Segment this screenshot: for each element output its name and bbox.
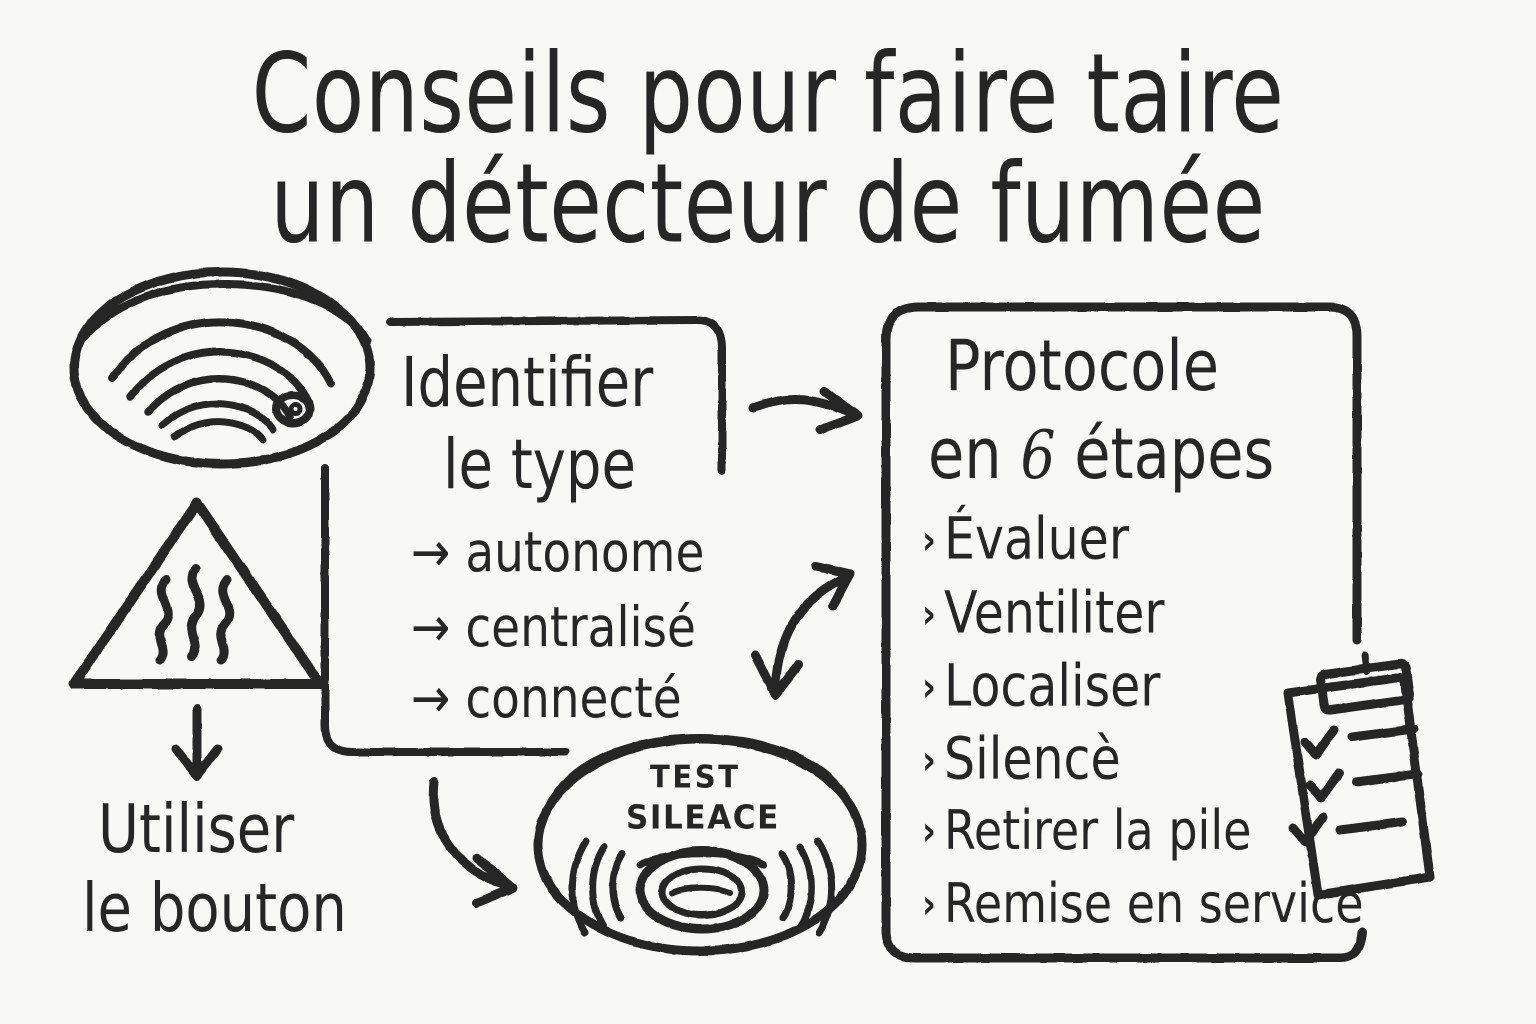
arrow-bullet-icon: → [411, 666, 451, 732]
detector-type-label: autonome [465, 520, 705, 586]
smoke-detector-test-icon [533, 734, 867, 956]
caret-bullet-icon: › [922, 807, 937, 855]
arrow-protocol-to-device [750, 561, 855, 700]
caret-bullet-icon: › [922, 591, 937, 639]
identify-heading-bracket [386, 316, 726, 474]
detector-type-label: connecté [465, 666, 682, 732]
detector-silence-label: SILEACE [626, 798, 780, 837]
page-title-line-2: un détecteur de fumée [270, 140, 1266, 268]
protocol-step-label: Remise en service [944, 871, 1364, 935]
detector-type-item: → autonome [411, 525, 704, 580]
detector-type-item: → connecté [411, 671, 682, 726]
protocol-heading-line-2: en 6 étapes [928, 418, 1274, 489]
caret-bullet-icon: › [922, 517, 937, 565]
protocol-step-label: Ventiliter [944, 579, 1165, 647]
protocol-step: ›Évaluer [922, 510, 1129, 568]
page-title-line-1: Conseils pour faire taire [251, 30, 1285, 158]
protocol-step-label: Évaluer [944, 505, 1129, 573]
arrow-bullet-icon: → [411, 595, 451, 661]
caret-bullet-icon: › [922, 664, 937, 712]
identify-heading-line-1: Identifier [401, 343, 654, 424]
protocol-step-label: Localiser [944, 652, 1161, 720]
protocol-heading-line-1: Protocole [945, 324, 1220, 407]
protocol-step: ›Remise en service [922, 876, 1364, 930]
protocol-box-outline [881, 302, 1367, 963]
smoke-detector-icon [69, 267, 375, 469]
detector-type-label: centralisé [465, 595, 696, 661]
arrow-to-test-detector [428, 777, 518, 908]
protocol-heading-prefix: en [928, 412, 1021, 495]
detector-type-item: → centralisé [411, 600, 696, 655]
detector-test-label: TEST [650, 758, 741, 795]
protocol-step-label: Silencè [944, 725, 1121, 793]
use-button-label-line-1: Utiliser [98, 791, 295, 869]
caret-bullet-icon: › [922, 737, 937, 785]
clipboard-checklist-icon [1283, 651, 1435, 900]
use-button-label-line-2: le bouton [82, 870, 347, 948]
protocol-step: ›Localiser [922, 657, 1160, 715]
protocol-step: ›Retirer la pile [922, 803, 1251, 857]
caret-bullet-icon: › [922, 880, 937, 928]
identify-heading-line-2: le type [443, 425, 636, 506]
heat-warning-triangle-icon [69, 498, 325, 781]
protocol-heading-suffix: étapes [1055, 412, 1275, 495]
protocol-step: ›Ventiliter [922, 584, 1165, 642]
arrow-identify-to-protocol [748, 386, 863, 435]
arrow-bullet-icon: → [411, 520, 451, 586]
type-list-bracket [321, 464, 569, 756]
protocol-step: ›Silencè [922, 730, 1121, 788]
protocol-step-count: 6 [1020, 416, 1056, 494]
protocol-step-label: Retirer la pile [944, 798, 1252, 862]
